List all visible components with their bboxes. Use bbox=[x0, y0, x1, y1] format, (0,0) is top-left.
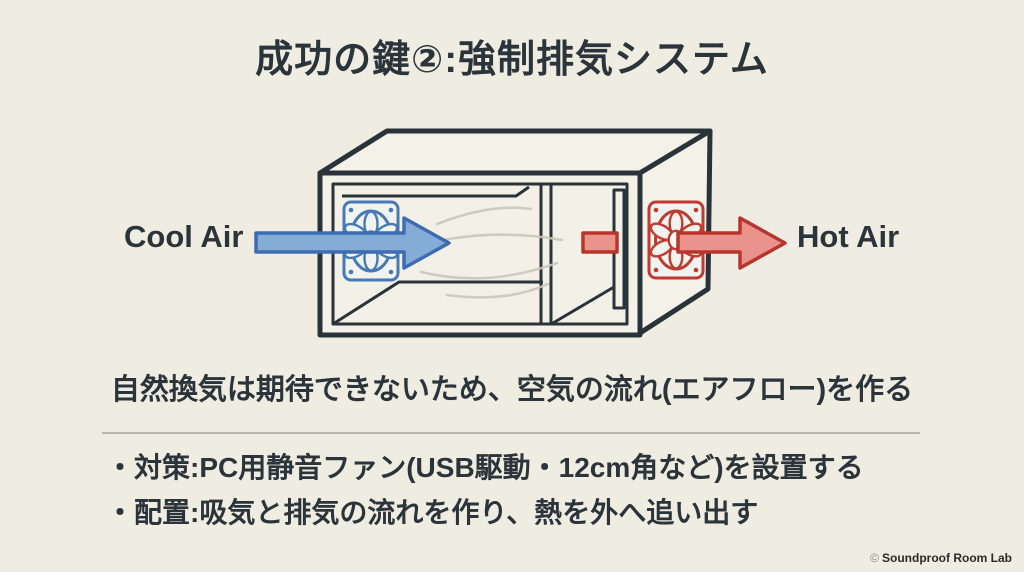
bullet-placement: ・配置:吸気と排気の流れを作り、熱を外へ追い出す bbox=[106, 497, 759, 528]
box-front-face bbox=[317, 170, 643, 338]
caption-text: 自然換気は期待できないため、空気の流れ(エアフロー)を作る bbox=[110, 374, 914, 406]
box-top-face bbox=[317, 128, 713, 176]
airflow-lines bbox=[419, 206, 564, 299]
fan-blades bbox=[649, 210, 703, 270]
hot-air-arrow bbox=[676, 216, 787, 270]
page-title: 成功の鍵②:強制排気システム bbox=[255, 39, 769, 81]
exhaust-fan-icon bbox=[647, 200, 705, 280]
box-interior bbox=[331, 182, 629, 326]
intake-fan-icon bbox=[342, 200, 400, 282]
hot-air-duct-stub bbox=[581, 231, 619, 254]
soundproof-box bbox=[317, 128, 713, 338]
box-right-face bbox=[637, 128, 713, 336]
watermark-text: Soundproof Room Lab bbox=[882, 551, 1012, 565]
cool-air-label: Cool Air bbox=[124, 219, 244, 254]
cool-air-arrow bbox=[254, 216, 451, 270]
bullet-countermeasure: ・対策:PC用静音ファン(USB駆動・12cm角など)を設置する bbox=[106, 452, 864, 483]
fan-blades bbox=[343, 210, 399, 272]
divider-line bbox=[102, 432, 920, 434]
copyright-icon: © bbox=[870, 551, 880, 565]
watermark: ©Soundproof Room Lab bbox=[870, 551, 1012, 565]
hot-air-label: Hot Air bbox=[797, 219, 900, 254]
